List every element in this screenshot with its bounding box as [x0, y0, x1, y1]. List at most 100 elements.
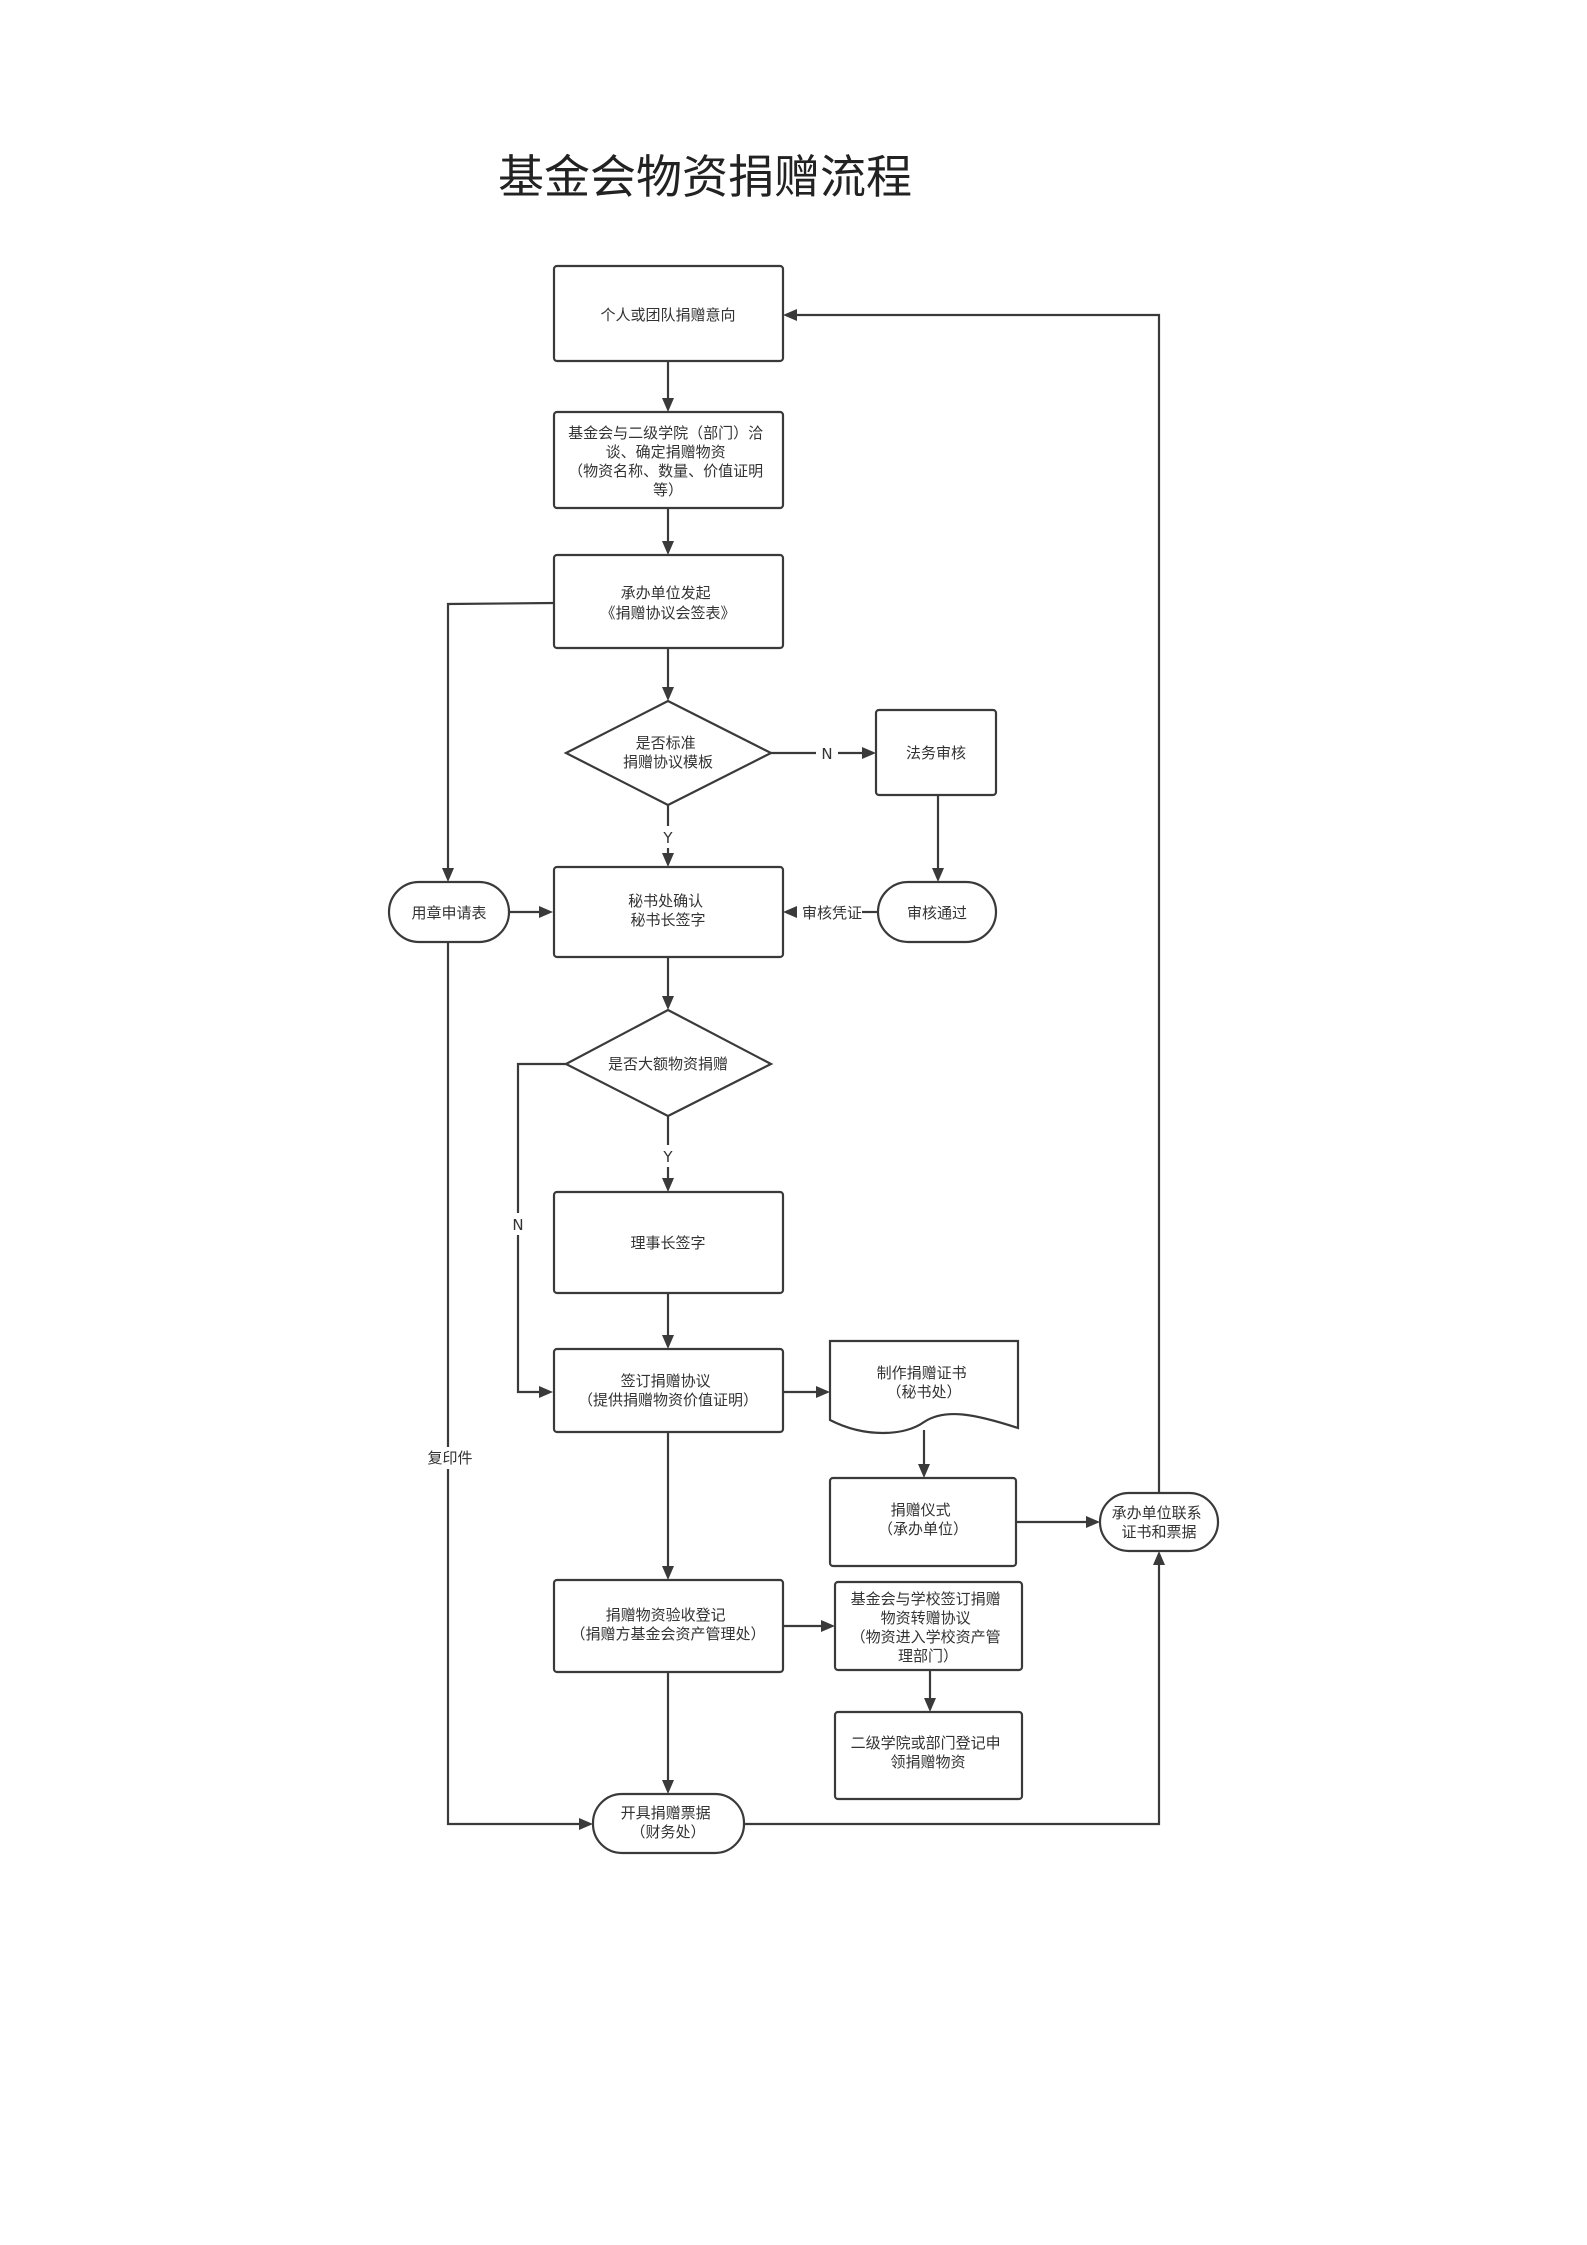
node-text: 捐赠仪式 （承办单位） — [878, 1501, 968, 1538]
edge-label-standard-no: N — [821, 745, 832, 763]
node-text-line: 《捐赠协议会签表》 — [600, 604, 735, 622]
terminal-box — [591, 1792, 746, 1855]
process-box — [552, 410, 785, 510]
arrowhead — [821, 1620, 835, 1632]
node-text: 是否大额物资捐赠 — [608, 1055, 728, 1073]
node-text: 基金会与学校签订捐赠 物资转赠协议 （物资进入学校资产管 理部门） — [851, 1590, 1006, 1665]
node-text-line: （捐赠方基金会资产管理处） — [570, 1625, 765, 1643]
process-box — [828, 1476, 1018, 1568]
node-text-line: 法务审核 — [906, 744, 966, 762]
node-text-line: 承办单位联系 — [1112, 1504, 1202, 1522]
node-large: 是否大额物资捐赠 — [563, 1008, 774, 1118]
edge-initiate-seal — [446, 601, 555, 870]
edge-label-copy: 复印件 — [427, 1449, 472, 1467]
node-text-line: 签订捐赠协议 — [621, 1372, 711, 1390]
arrowhead — [662, 1335, 674, 1349]
node-text-line: 开具捐赠票据 — [621, 1804, 711, 1822]
node-text: 是否标准 捐赠协议模板 — [623, 734, 713, 771]
arrowhead — [1086, 1516, 1100, 1528]
node-negotiate: 基金会与二级学院（部门）洽 谈、确定捐赠物资 （物资名称、数量、价值证明 等） — [552, 410, 785, 510]
node-text-line: 领捐赠物资 — [890, 1753, 965, 1771]
arrowhead — [783, 906, 797, 918]
process-box — [552, 1578, 785, 1674]
node-text-line: 理事长签字 — [630, 1234, 705, 1252]
node-text-line: 物资转赠协议 — [881, 1609, 971, 1627]
node-text-line: 是否标准 — [636, 734, 696, 752]
node-text: 承办单位联系 证书和票据 — [1112, 1504, 1207, 1541]
node-secretary: 秘书处确认 秘书长签字 — [552, 865, 785, 959]
node-text-line: 审核通过 — [907, 904, 967, 922]
node-text: 个人或团队捐赠意向 — [600, 306, 735, 324]
node-legal: 法务审核 — [874, 708, 998, 797]
node-text-line: 是否大额物资捐赠 — [608, 1055, 728, 1073]
arrowhead — [662, 996, 674, 1010]
process-box — [833, 1580, 1024, 1672]
node-text: 二级学院或部门登记申 领捐赠物资 — [851, 1734, 1006, 1771]
edge-label-standard-yes: Y — [662, 829, 673, 847]
decision-diamond — [563, 699, 774, 807]
arrowhead — [783, 309, 797, 321]
node-text: 审核通过 — [907, 904, 967, 922]
edge-label-large-yes: Y — [662, 1148, 673, 1166]
node-text-line: （承办单位） — [878, 1520, 968, 1538]
node-cert: 制作捐赠证书 （秘书处） — [828, 1339, 1020, 1435]
process-box — [552, 264, 785, 363]
arrowhead — [662, 1178, 674, 1192]
decision-diamond — [563, 1008, 774, 1118]
node-text-line: 秘书长签字 — [630, 911, 705, 929]
arrowhead — [662, 541, 674, 555]
arrowhead — [662, 1780, 674, 1794]
edge-contact-intent — [795, 313, 1161, 1493]
edge-receipt-contact — [744, 1563, 1161, 1826]
node-text-line: 捐赠协议模板 — [623, 753, 713, 771]
node-text-line: 用章申请表 — [411, 904, 486, 922]
node-text: 基金会与二级学院（部门）洽 谈、确定捐赠物资 （物资名称、数量、价值证明 等） — [568, 424, 768, 499]
arrowhead — [442, 868, 454, 882]
edge-label-large-no: N — [512, 1216, 523, 1234]
node-text: 承办单位发起 《捐赠协议会签表》 — [600, 584, 735, 622]
edge-large-sign-b — [516, 1235, 541, 1394]
node-text-line: （物资名称、数量、价值证明 — [568, 462, 763, 480]
terminal-box — [876, 880, 998, 944]
node-text: 法务审核 — [906, 744, 966, 762]
node-text-line: （物资进入学校资产管 — [851, 1628, 1001, 1646]
page-title: 基金会物资捐赠流程 — [498, 150, 912, 204]
node-text-line: 秘书处确认 — [628, 892, 703, 910]
node-text-line: 基金会与二级学院（部门）洽 — [568, 424, 763, 442]
node-transfer: 基金会与学校签订捐赠 物资转赠协议 （物资进入学校资产管 理部门） — [833, 1580, 1024, 1672]
process-box — [833, 1710, 1024, 1801]
node-text: 秘书处确认 秘书长签字 — [628, 892, 708, 929]
arrowhead — [662, 398, 674, 412]
edge-large-sign-a — [516, 1062, 566, 1213]
node-receipt: 开具捐赠票据 （财务处） — [591, 1792, 746, 1855]
arrowhead — [918, 1464, 930, 1478]
process-box — [874, 708, 998, 797]
node-text-line: （秘书处） — [886, 1383, 961, 1401]
node-text: 签订捐赠协议 （提供捐赠物资价值证明） — [578, 1372, 758, 1409]
process-box — [552, 1347, 785, 1434]
document-shape — [828, 1339, 1020, 1435]
process-box — [552, 1190, 785, 1295]
node-text-line: 谈、确定捐赠物资 — [606, 443, 726, 461]
node-text-line: 二级学院或部门登记申 — [851, 1734, 1001, 1752]
node-text-line: （财务处） — [630, 1823, 705, 1841]
node-text-line: 理部门） — [898, 1647, 958, 1665]
node-text: 制作捐赠证书 （秘书处） — [877, 1364, 972, 1401]
node-intent: 个人或团队捐赠意向 — [552, 264, 785, 363]
node-text: 捐赠物资验收登记 （捐赠方基金会资产管理处） — [570, 1606, 765, 1643]
node-text-line: （提供捐赠物资价值证明） — [578, 1391, 758, 1409]
arrowhead — [579, 1818, 593, 1830]
node-text: 理事长签字 — [630, 1234, 705, 1252]
node-text-line: 捐赠仪式 — [891, 1501, 951, 1519]
node-apply: 二级学院或部门登记申 领捐赠物资 — [833, 1710, 1024, 1801]
arrowhead — [1153, 1551, 1165, 1565]
node-text-line: 基金会与学校签订捐赠 — [851, 1590, 1001, 1608]
node-approved: 审核通过 — [876, 880, 998, 944]
node-text-line: 承办单位发起 — [621, 584, 711, 602]
arrowhead — [539, 1386, 553, 1398]
node-standard: 是否标准 捐赠协议模板 — [563, 699, 774, 807]
edge-seal-receipt-b — [446, 1469, 581, 1826]
terminal-box — [387, 880, 511, 944]
process-box — [552, 553, 785, 650]
node-sign: 签订捐赠协议 （提供捐赠物资价值证明） — [552, 1347, 785, 1434]
